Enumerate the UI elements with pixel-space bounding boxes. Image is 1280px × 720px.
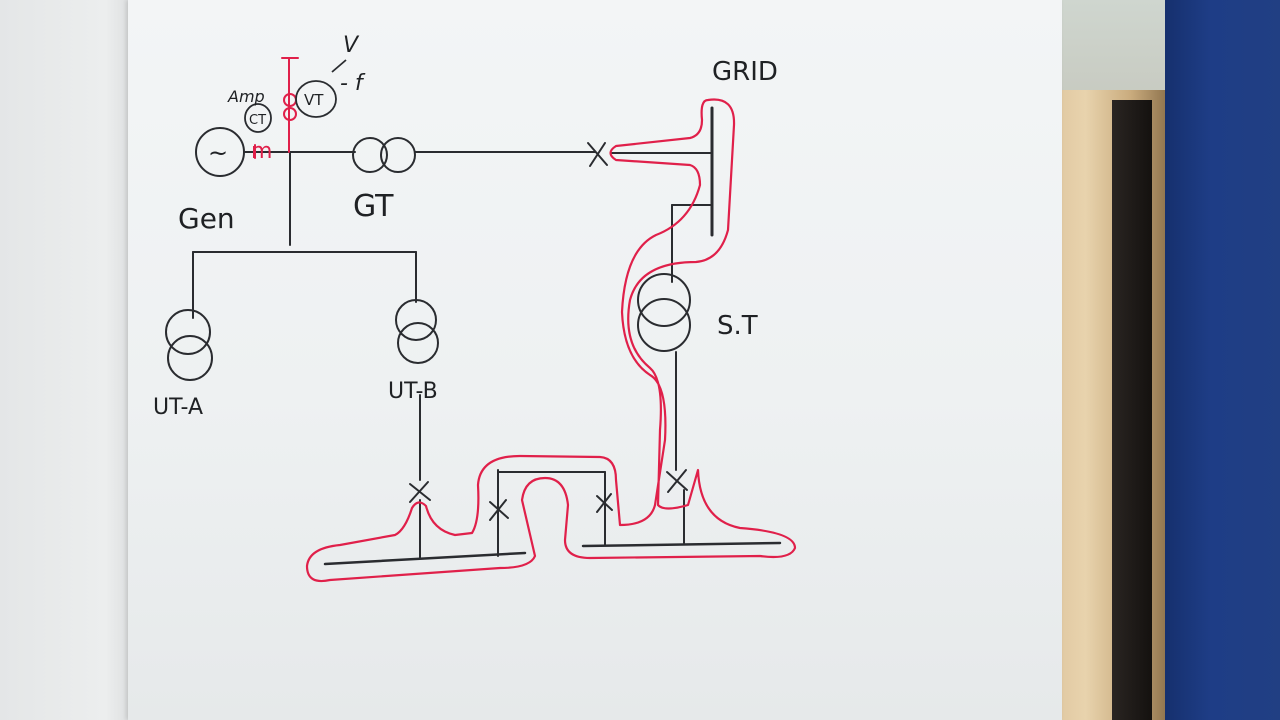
meter-label: m (251, 139, 272, 164)
ut-a-label: UT-A (153, 395, 203, 420)
ut-a-winding-1 (165, 309, 211, 355)
amp-label: Amp (227, 87, 265, 106)
gen-label: Gen (178, 202, 235, 235)
gt-winding-2 (380, 137, 416, 173)
ct-circle (244, 103, 272, 133)
highlight-path (305, 98, 797, 583)
instrument-transformers (254, 57, 299, 159)
gt-winding-1 (352, 137, 388, 173)
ut-a-winding-2 (167, 335, 213, 381)
generator-symbol-label: ~ (208, 139, 228, 167)
left-page (0, 0, 132, 720)
grid-label: GRID (712, 57, 778, 87)
shelf-shadow (1112, 100, 1152, 720)
vt-label: VT (304, 91, 324, 109)
gt-label: GT (353, 189, 394, 224)
ut-b-winding-2 (397, 322, 439, 364)
frequency-label: - f (340, 71, 366, 96)
vt-circle (295, 80, 337, 118)
st-label: S.T (717, 311, 758, 341)
blue-binder (1165, 0, 1280, 720)
ut-b-label: UT-B (388, 379, 438, 404)
switchgear-bus-b (581, 541, 782, 548)
st-winding-2 (637, 298, 691, 352)
voltage-label: V (343, 33, 360, 58)
ut-b-winding-1 (395, 299, 437, 341)
switchgear-bus-a (323, 551, 527, 566)
paper-sheet (128, 0, 1062, 720)
st-winding-1 (637, 273, 691, 327)
ct-label: CT (249, 113, 266, 128)
